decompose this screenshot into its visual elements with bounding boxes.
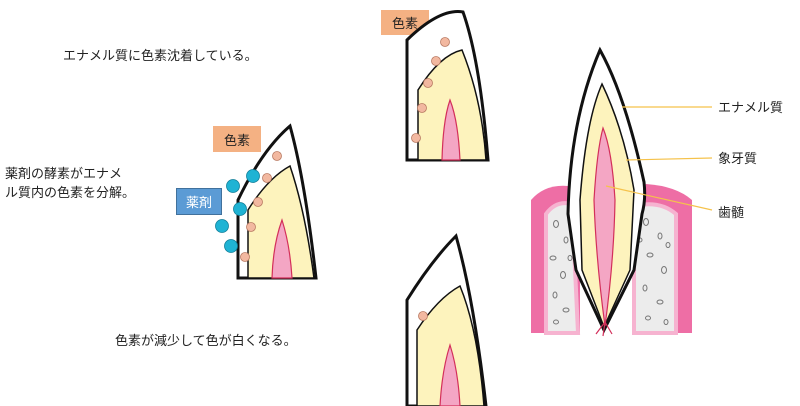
tooth-treatment: [215, 123, 318, 280]
enzyme-caption-line2: ル質内の色素を分解。: [5, 186, 136, 201]
pigment-dot: [253, 197, 263, 207]
dentin-label: 象牙質: [718, 152, 758, 167]
tooth-whitened: [405, 233, 488, 406]
pigment-dot: [431, 56, 441, 66]
drug-dot: [226, 179, 240, 193]
pulp-area: [439, 343, 461, 406]
drug-dot: [224, 239, 238, 253]
pulp-area: [271, 218, 293, 279]
pulp-label: 歯髄: [718, 206, 745, 221]
enzyme-caption-line1: 薬剤の酵素がエナメ: [5, 167, 123, 182]
pigment-dot: [240, 252, 250, 262]
pigment-dot: [272, 151, 282, 161]
pigment-dot: [417, 103, 427, 113]
drug-dot: [246, 169, 260, 183]
result-caption: 色素が減少して色が白くなる。: [115, 334, 297, 349]
leader-line-dentin: [625, 157, 713, 161]
leader-line-pulp: [605, 185, 713, 211]
pigment-dot: [411, 133, 421, 143]
pigment-dot: [262, 173, 272, 183]
pigment-dot: [246, 222, 256, 232]
drug-tag: 薬剤: [176, 188, 222, 215]
pulp-area: [441, 98, 461, 161]
tooth-stained: [405, 10, 490, 162]
pigment-dot: [418, 311, 428, 321]
stain-caption: エナメル質に色素沈着している。: [63, 49, 258, 64]
pigment-dot: [423, 78, 433, 88]
enamel-label: エナメル質: [718, 101, 784, 116]
pulp-area: [593, 126, 616, 327]
tooth-anatomy: [531, 46, 713, 337]
drug-dot: [215, 219, 229, 233]
pigment-dot: [440, 37, 450, 47]
pigment-tag-middle: 色素: [213, 126, 261, 152]
drug-dot: [233, 202, 247, 216]
